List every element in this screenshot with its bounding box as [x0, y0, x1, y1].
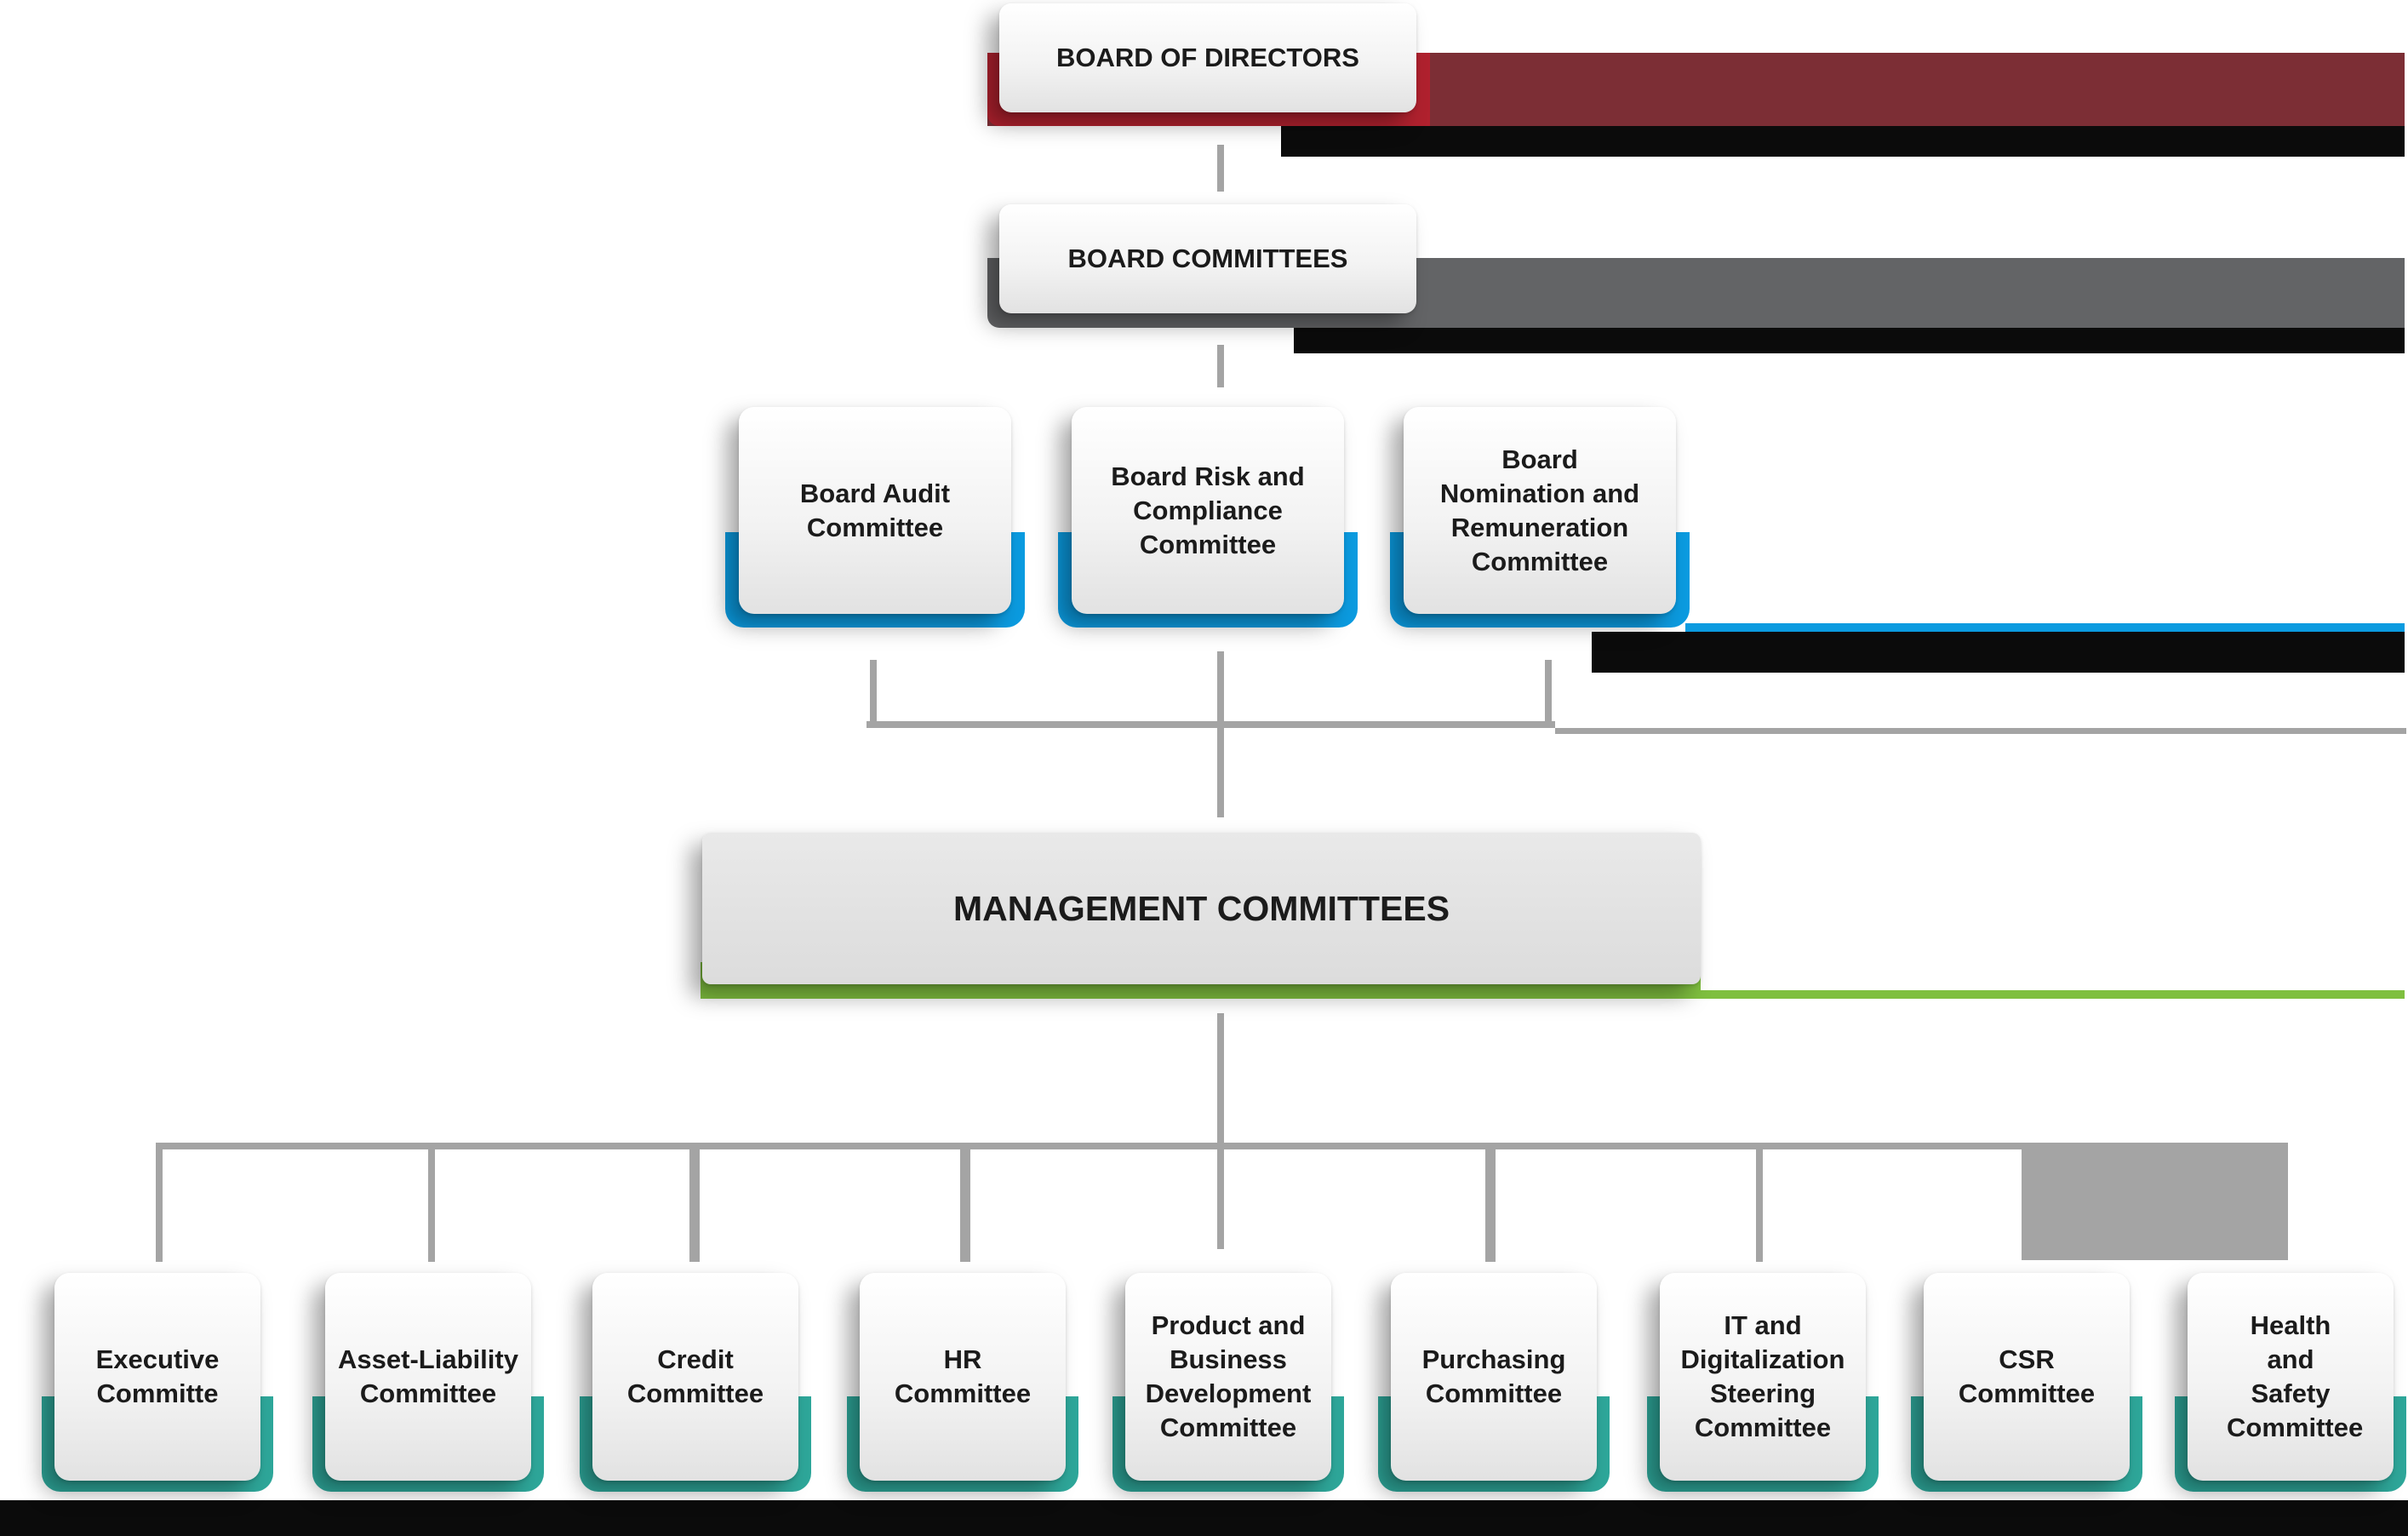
- health-safety-committee-label: Health and Safety Committee: [2227, 1310, 2364, 1442]
- board-committees-blue-trail: [1685, 623, 2405, 632]
- management-committees-label: MANAGEMENT COMMITTEES: [952, 888, 1450, 928]
- board-of-directors-box[interactable]: BOARD OF DIRECTORS: [999, 3, 1416, 112]
- board-nomination-committee-box[interactable]: Board Nomination and Remuneration Commit…: [1404, 407, 1676, 614]
- product-business-development-committee-box[interactable]: Product and Business Development Committ…: [1125, 1273, 1331, 1481]
- purchasing-committee-box[interactable]: Purchasing Committee: [1391, 1273, 1597, 1481]
- asset-liability-committee-label: Asset-Liability Committee: [338, 1344, 518, 1408]
- product-business-development-committee-label: Product and Business Development Committ…: [1145, 1310, 1312, 1442]
- csr-committee-box[interactable]: CSR Committee: [1924, 1273, 2130, 1481]
- board-risk-committee-box[interactable]: Board Risk and Compliance Committee: [1072, 407, 1344, 614]
- connector-management-bus-block: [2022, 1143, 2288, 1260]
- connector-drop-4: [960, 1143, 970, 1262]
- health-safety-committee-box[interactable]: Health and Safety Committee: [2188, 1273, 2394, 1481]
- connector-committees-to-board-committees: [1217, 345, 1224, 387]
- connector-board-risk-drop: [1217, 651, 1224, 728]
- board-committees-label: BOARD COMMITTEES: [1067, 244, 1348, 273]
- board-audit-committee-box[interactable]: Board Audit Committee: [739, 407, 1011, 614]
- connector-board-to-committees: [1217, 145, 1224, 192]
- connector-drop-5: [1217, 1143, 1224, 1249]
- connector-drop-6: [1485, 1143, 1496, 1262]
- connector-board-committees-bus: [867, 721, 1555, 728]
- csr-committee-label: CSR Committee: [1958, 1344, 2096, 1408]
- board-committees-box[interactable]: BOARD COMMITTEES: [999, 204, 1416, 313]
- hr-committee-label: HR Committee: [894, 1344, 1032, 1408]
- connector-drop-2: [428, 1143, 435, 1262]
- connector-board-audit-drop: [870, 660, 877, 728]
- connector-drop-7: [1756, 1143, 1763, 1262]
- connector-board-committees-trail: [1555, 728, 2406, 734]
- board-band-shadow: [1281, 126, 2405, 157]
- mgmt-row-shadow: [0, 1500, 2408, 1536]
- connector-drop-3: [689, 1143, 700, 1262]
- committees-band-shadow: [1294, 328, 2405, 353]
- connector-to-management: [1217, 728, 1224, 817]
- board-committees-blue-shadow: [1592, 632, 2405, 673]
- board-audit-committee-label: Board Audit Committee: [799, 478, 951, 542]
- asset-liability-committee-box[interactable]: Asset-Liability Committee: [325, 1273, 531, 1481]
- purchasing-committee-label: Purchasing Committee: [1421, 1344, 1566, 1408]
- executive-committee-label: Executive Committe: [95, 1344, 220, 1408]
- executive-committee-box[interactable]: Executive Committe: [54, 1273, 260, 1481]
- it-digitalization-steering-committee-label: IT and Digitalization Steering Committee: [1680, 1310, 1845, 1442]
- hr-committee-box[interactable]: HR Committee: [860, 1273, 1066, 1481]
- credit-committee-label: Credit Committee: [626, 1344, 764, 1408]
- it-digitalization-steering-committee-box[interactable]: IT and Digitalization Steering Committee: [1660, 1273, 1866, 1481]
- board-of-directors-label: BOARD OF DIRECTORS: [1056, 43, 1359, 72]
- connector-board-nomination-drop: [1545, 660, 1552, 728]
- board-nomination-committee-label: Board Nomination and Remuneration Commit…: [1439, 444, 1640, 576]
- board-risk-committee-label: Board Risk and Compliance Committee: [1111, 461, 1305, 559]
- connector-management-down: [1217, 1013, 1224, 1145]
- management-committees-box[interactable]: MANAGEMENT COMMITTEES: [702, 833, 1701, 984]
- credit-committee-box[interactable]: Credit Committee: [592, 1273, 798, 1481]
- connector-drop-1: [156, 1143, 163, 1262]
